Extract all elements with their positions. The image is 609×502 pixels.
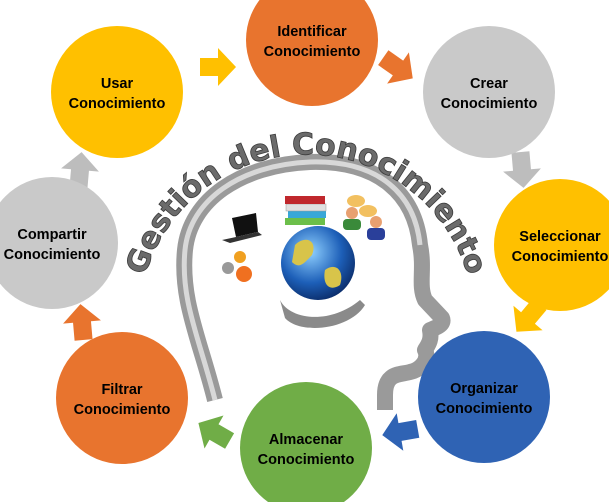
arrows bbox=[61, 48, 547, 451]
step-label-line2: Conocimiento bbox=[436, 401, 533, 417]
step-circle bbox=[423, 26, 555, 158]
step-label-line2: Conocimiento bbox=[4, 247, 101, 263]
step-circle bbox=[246, 0, 378, 106]
step-label-line1: Filtrar bbox=[101, 382, 142, 398]
step-circle bbox=[494, 179, 609, 311]
step-label-line2: Conocimiento bbox=[258, 452, 355, 468]
gears-icon bbox=[222, 251, 252, 282]
step-label-line2: Conocimiento bbox=[264, 44, 361, 60]
globe-in-hand-icon bbox=[280, 226, 365, 328]
arrow-crear-to-seleccionar bbox=[503, 151, 541, 188]
step-label-line1: Usar bbox=[101, 76, 134, 92]
step-label-line2: Conocimiento bbox=[512, 249, 609, 265]
books-icon bbox=[285, 196, 327, 225]
step-label-line2: Conocimiento bbox=[74, 402, 171, 418]
step-label-line1: Organizar bbox=[450, 381, 518, 397]
step-circle bbox=[56, 332, 188, 464]
step-circle bbox=[240, 382, 372, 502]
step-circle bbox=[51, 26, 183, 158]
arrow-usar-to-identificar bbox=[200, 48, 236, 86]
arrow-almacenar-to-filtrar bbox=[198, 415, 235, 449]
head-silhouette-icon bbox=[176, 153, 451, 410]
people-talking-icon bbox=[343, 195, 385, 240]
step-label-line2: Conocimiento bbox=[69, 96, 166, 112]
arrow-identificar-to-crear bbox=[378, 50, 413, 84]
arrow-filtrar-to-compartir bbox=[63, 304, 101, 341]
arrow-compartir-to-usar bbox=[61, 152, 99, 189]
step-label-line1: Seleccionar bbox=[519, 229, 601, 245]
step-label-line2: Conocimiento bbox=[441, 96, 538, 112]
step-label-line1: Identificar bbox=[277, 24, 347, 40]
arrow-organizar-to-almacenar bbox=[382, 413, 420, 451]
step-circle bbox=[418, 331, 550, 463]
laptop-icon bbox=[222, 213, 262, 243]
step-label-line1: Crear bbox=[470, 76, 508, 92]
step-circle bbox=[0, 177, 118, 309]
step-label-line1: Almacenar bbox=[269, 432, 344, 448]
step-label-line1: Compartir bbox=[17, 227, 87, 243]
